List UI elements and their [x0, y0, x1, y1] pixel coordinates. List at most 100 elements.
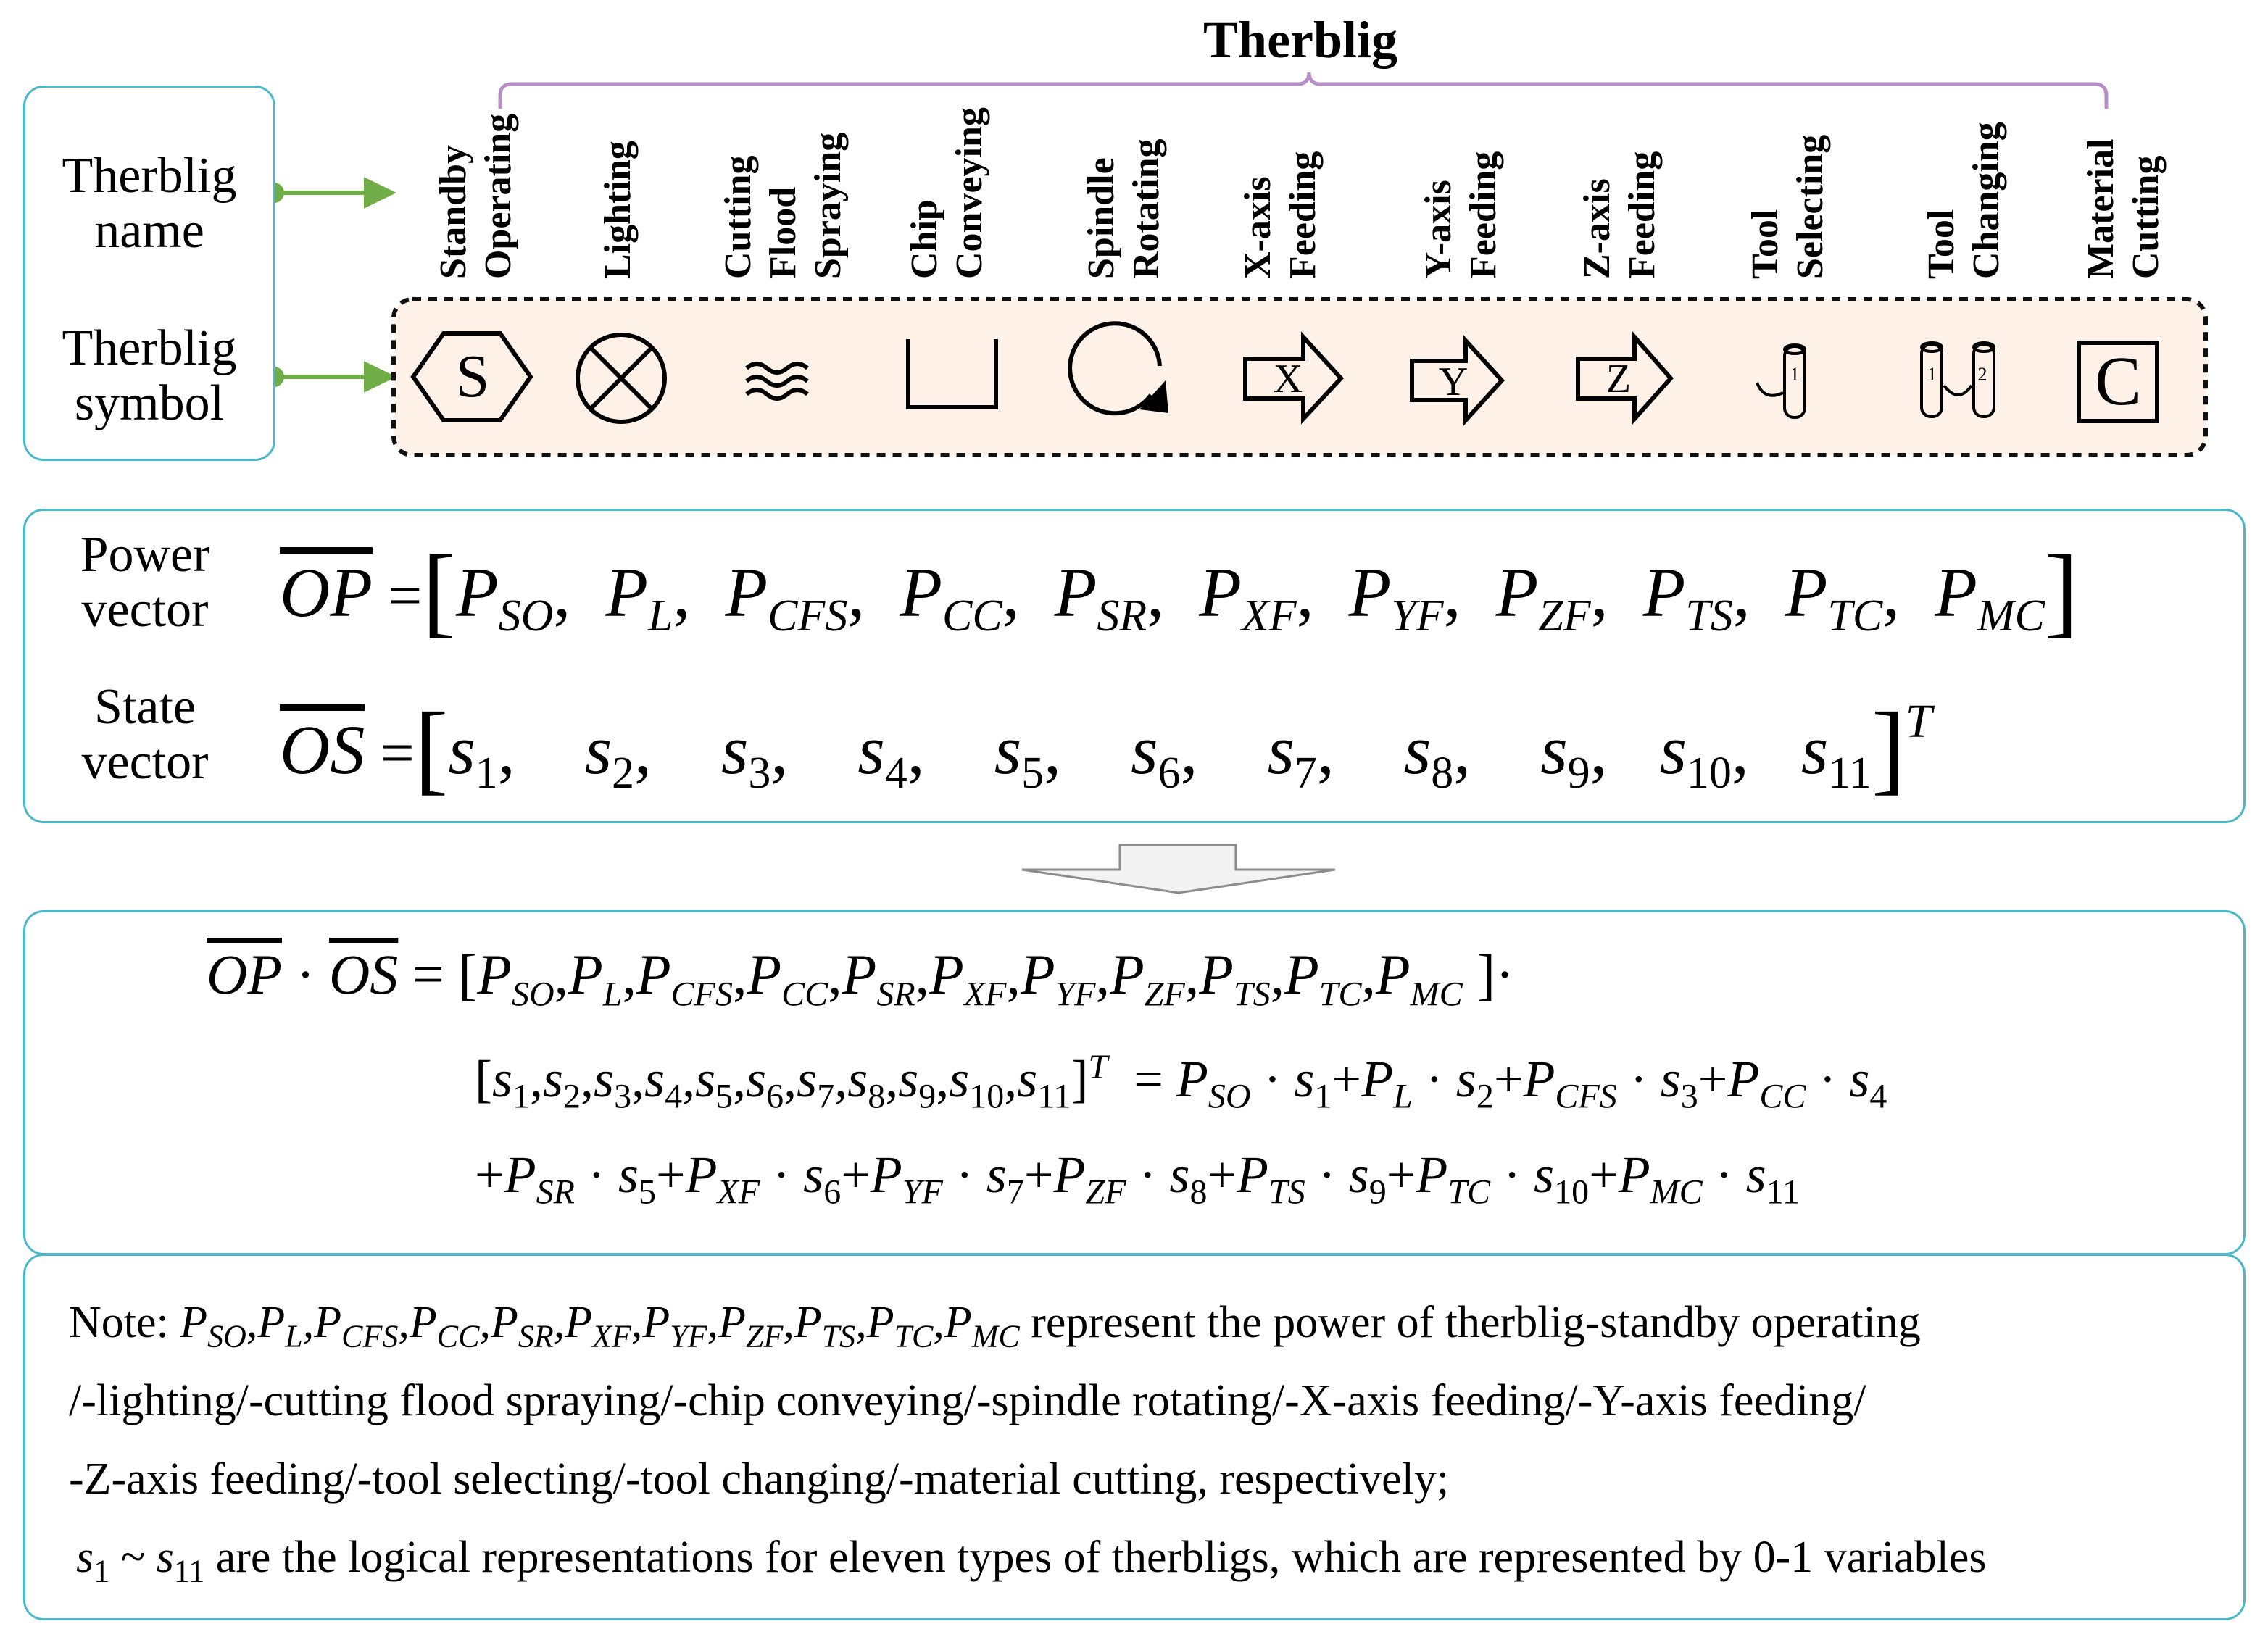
- power-sub: TC: [1318, 975, 1362, 1014]
- power-vector-equation: OP =[PSO, PL, PCFS, PCC, PSR, PXF, PYF, …: [280, 535, 2079, 647]
- power-sub: L: [648, 591, 673, 641]
- product-line-1: OP · OS = [PSO,PL,PCFS,PCC,PSR,PXF,PYF,P…: [207, 943, 1515, 1014]
- state-sub: 9: [1368, 1173, 1387, 1212]
- symbol-letter-c: C: [2094, 342, 2142, 420]
- state-sub: 4: [1869, 1077, 1887, 1116]
- power-sub: ZF: [1085, 1173, 1126, 1212]
- state-sub: 7: [1294, 749, 1317, 799]
- state-vector-equation: OS =[s1, s2, s3, s4, s5, s6, s7, s8, s9,…: [280, 692, 1932, 804]
- note-line-3: -Z-axis feeding/-tool selecting/-tool ch…: [69, 1454, 1450, 1504]
- symbol-letter-z: Z: [1606, 357, 1632, 401]
- power-sub: XF: [1241, 591, 1297, 641]
- state-sub: 8: [868, 1077, 886, 1116]
- symbol-letter-tool-12: 1 2: [1927, 364, 1987, 385]
- state-sub: 9: [1567, 749, 1590, 799]
- state-sub: 11: [1828, 749, 1872, 799]
- note-line-2: /-lighting/-cutting flood spraying/-chip…: [69, 1376, 1866, 1425]
- power-sub: XF: [592, 1318, 631, 1354]
- power-sub: SR: [1097, 591, 1147, 641]
- note-line4-text: are the logical representations for elev…: [204, 1533, 1987, 1582]
- y-axis-arrow-icon: [1410, 335, 1505, 426]
- power-sub: TS: [1268, 1173, 1305, 1212]
- state-sub: 6: [1158, 749, 1181, 799]
- power-sub: TC: [1827, 591, 1883, 641]
- state-sub: 1: [475, 749, 498, 799]
- state-sub: 1: [512, 1077, 531, 1116]
- power-sub: SO: [1208, 1077, 1251, 1116]
- state-sub: 2: [612, 749, 635, 799]
- symbol-letter-x: X: [1273, 357, 1303, 401]
- note-box: [23, 1254, 2246, 1620]
- symbol-letter-s: S: [455, 343, 490, 410]
- power-sub: SO: [207, 1318, 246, 1354]
- power-sub: ZF: [745, 1318, 784, 1354]
- therblig-name-label: Therblig name: [62, 148, 237, 259]
- state-sub: 6: [766, 1077, 784, 1116]
- state-vector-label: State vector: [81, 679, 209, 790]
- power-sub: CFS: [341, 1318, 399, 1354]
- power-sub: L: [602, 975, 623, 1014]
- state-sub: 4: [665, 1077, 683, 1116]
- transpose-mark: T: [1905, 695, 1932, 748]
- power-sub: L: [285, 1318, 303, 1354]
- z-axis-arrow-icon: [1576, 331, 1674, 425]
- therblig-symbol-label: Therblig symbol: [62, 320, 237, 431]
- lighting-icon: [576, 333, 667, 424]
- power-sub: CC: [436, 1318, 480, 1354]
- power-sub: TS: [1233, 975, 1271, 1014]
- chip-conveying-icon: [906, 339, 998, 409]
- state-sub: 2: [563, 1077, 581, 1116]
- power-sub: YF: [1055, 975, 1096, 1014]
- state-sub: 4: [884, 749, 907, 799]
- symbol-letter-y: Y: [1438, 359, 1469, 404]
- state-sub: 11: [1766, 1173, 1800, 1212]
- note-line-1: Note: PSO,PL,PCFS,PCC,PSR,PXF,PYF,PZF,PT…: [69, 1298, 1921, 1354]
- power-sub: YF: [1391, 591, 1444, 641]
- state-sub: 1: [1314, 1077, 1332, 1116]
- power-sub: ZF: [1144, 975, 1185, 1014]
- power-sub: YF: [670, 1318, 707, 1354]
- power-vector-label: Power vector: [80, 527, 210, 638]
- power-sub: MC: [971, 1318, 1020, 1354]
- state-sub: 10: [1686, 749, 1732, 799]
- state-sub: 2: [1476, 1077, 1494, 1116]
- tool-selecting-icon: [1756, 343, 1806, 419]
- state-sub: 10: [1554, 1173, 1590, 1212]
- state-sub: 5: [1021, 749, 1044, 799]
- note-line1-text: represent the power of therblig-standby …: [1019, 1298, 1921, 1347]
- note-prefix: Note:: [69, 1298, 169, 1347]
- note-line-4: s1 ~ s11 are the logical representations…: [76, 1533, 1987, 1589]
- power-sub: TS: [821, 1318, 856, 1354]
- state-sub: 6: [823, 1173, 842, 1212]
- state-sub: 8: [1431, 749, 1454, 799]
- op-symbol: OP: [280, 554, 373, 631]
- state-sub: 3: [1680, 1077, 1698, 1116]
- transpose-mark: T: [1088, 1048, 1108, 1086]
- product-line-3: +PSR · s5+PXF · s6+PYF · s7+PZF · s8+PTS…: [475, 1146, 1800, 1212]
- therblig-label-box: [23, 86, 275, 461]
- power-sub: SR: [876, 975, 915, 1014]
- power-sub: YF: [902, 1173, 943, 1212]
- power-sub: MC: [1410, 975, 1463, 1014]
- power-sub: SO: [498, 591, 554, 641]
- os-symbol-2: OS: [328, 943, 399, 1006]
- power-sub: XF: [963, 975, 1007, 1014]
- vector-box: [23, 509, 2246, 823]
- product-line-2: [s1,s2,s3,s4,s5,s6,s7,s8,s9,s10,s11]T = …: [475, 1048, 1887, 1116]
- power-sub: CC: [942, 591, 1002, 641]
- down-arrow: [1021, 844, 1336, 894]
- therblig-brace: [498, 72, 2109, 109]
- material-cutting-icon: [2077, 341, 2159, 423]
- state-sub: 5: [638, 1173, 656, 1212]
- diagram-title: Therblig: [1203, 11, 1398, 69]
- note-range: ~: [120, 1533, 146, 1582]
- symbol-letter-tool-1: 1: [1790, 364, 1800, 385]
- state-sub: 3: [748, 749, 771, 799]
- standby-hexagon-icon: [410, 331, 533, 422]
- state-sub: 11: [1037, 1077, 1071, 1116]
- state-sub: 8: [1189, 1173, 1208, 1212]
- power-sub: MC: [1650, 1173, 1703, 1212]
- state-sub: 1: [94, 1553, 110, 1589]
- os-symbol: OS: [280, 711, 365, 788]
